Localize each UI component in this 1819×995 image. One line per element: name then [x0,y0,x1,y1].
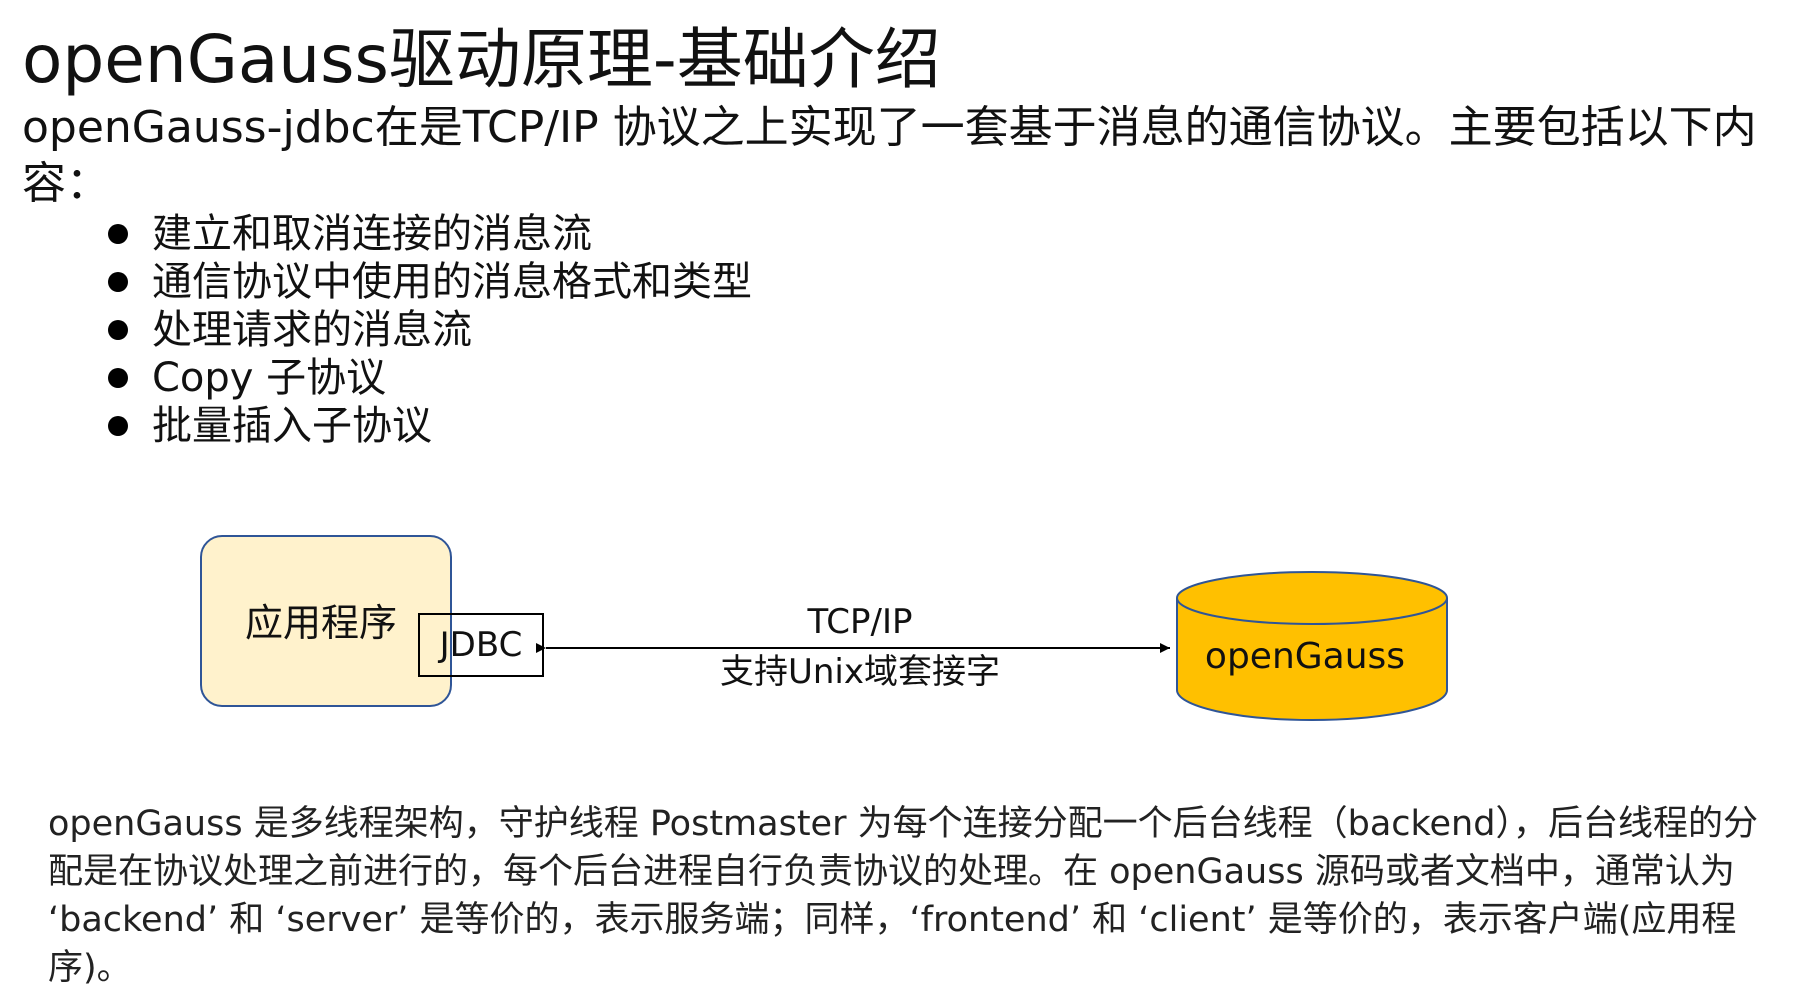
bullet-text: 通信协议中使用的消息格式和类型 [152,259,752,305]
bullet-text: 处理请求的消息流 [152,307,472,353]
application-label: 应用程序 [245,601,398,645]
bullet-dot-icon [108,416,128,436]
intro-text: openGauss-jdbc在是TCP/IP 协议之上实现了一套基于消息的通信协… [22,102,1757,209]
slide-title: openGauss驱动原理-基础介绍 [22,21,941,98]
bullet-text: Copy 子协议 [152,355,387,401]
connection-label-protocol: TCP/IP [807,602,913,642]
bullet-item: 建立和取消连接的消息流 [100,210,752,258]
application-box [200,535,452,707]
jdbc-label: JDBC [439,625,523,665]
bullet-dot-icon [108,320,128,340]
connection-label-socket: 支持Unix域套接字 [719,652,1000,692]
database-cylinder-icon [1176,571,1448,721]
bullet-dot-icon [108,272,128,292]
bullet-dot-icon [108,224,128,244]
bullet-text: 批量插入子协议 [152,403,432,449]
bullet-list: 建立和取消连接的消息流 通信协议中使用的消息格式和类型 处理请求的消息流 Cop… [100,210,752,450]
bullet-dot-icon [108,368,128,388]
bullet-item: Copy 子协议 [100,354,752,402]
bullet-item: 处理请求的消息流 [100,306,752,354]
bullet-item: 通信协议中使用的消息格式和类型 [100,258,752,306]
database-label: openGauss [1204,636,1406,677]
bullet-item: 批量插入子协议 [100,402,752,450]
description-paragraph: openGauss 是多线程架构，守护线程 Postmaster 为每个连接分配… [48,804,1758,988]
bullet-text: 建立和取消连接的消息流 [152,211,592,257]
